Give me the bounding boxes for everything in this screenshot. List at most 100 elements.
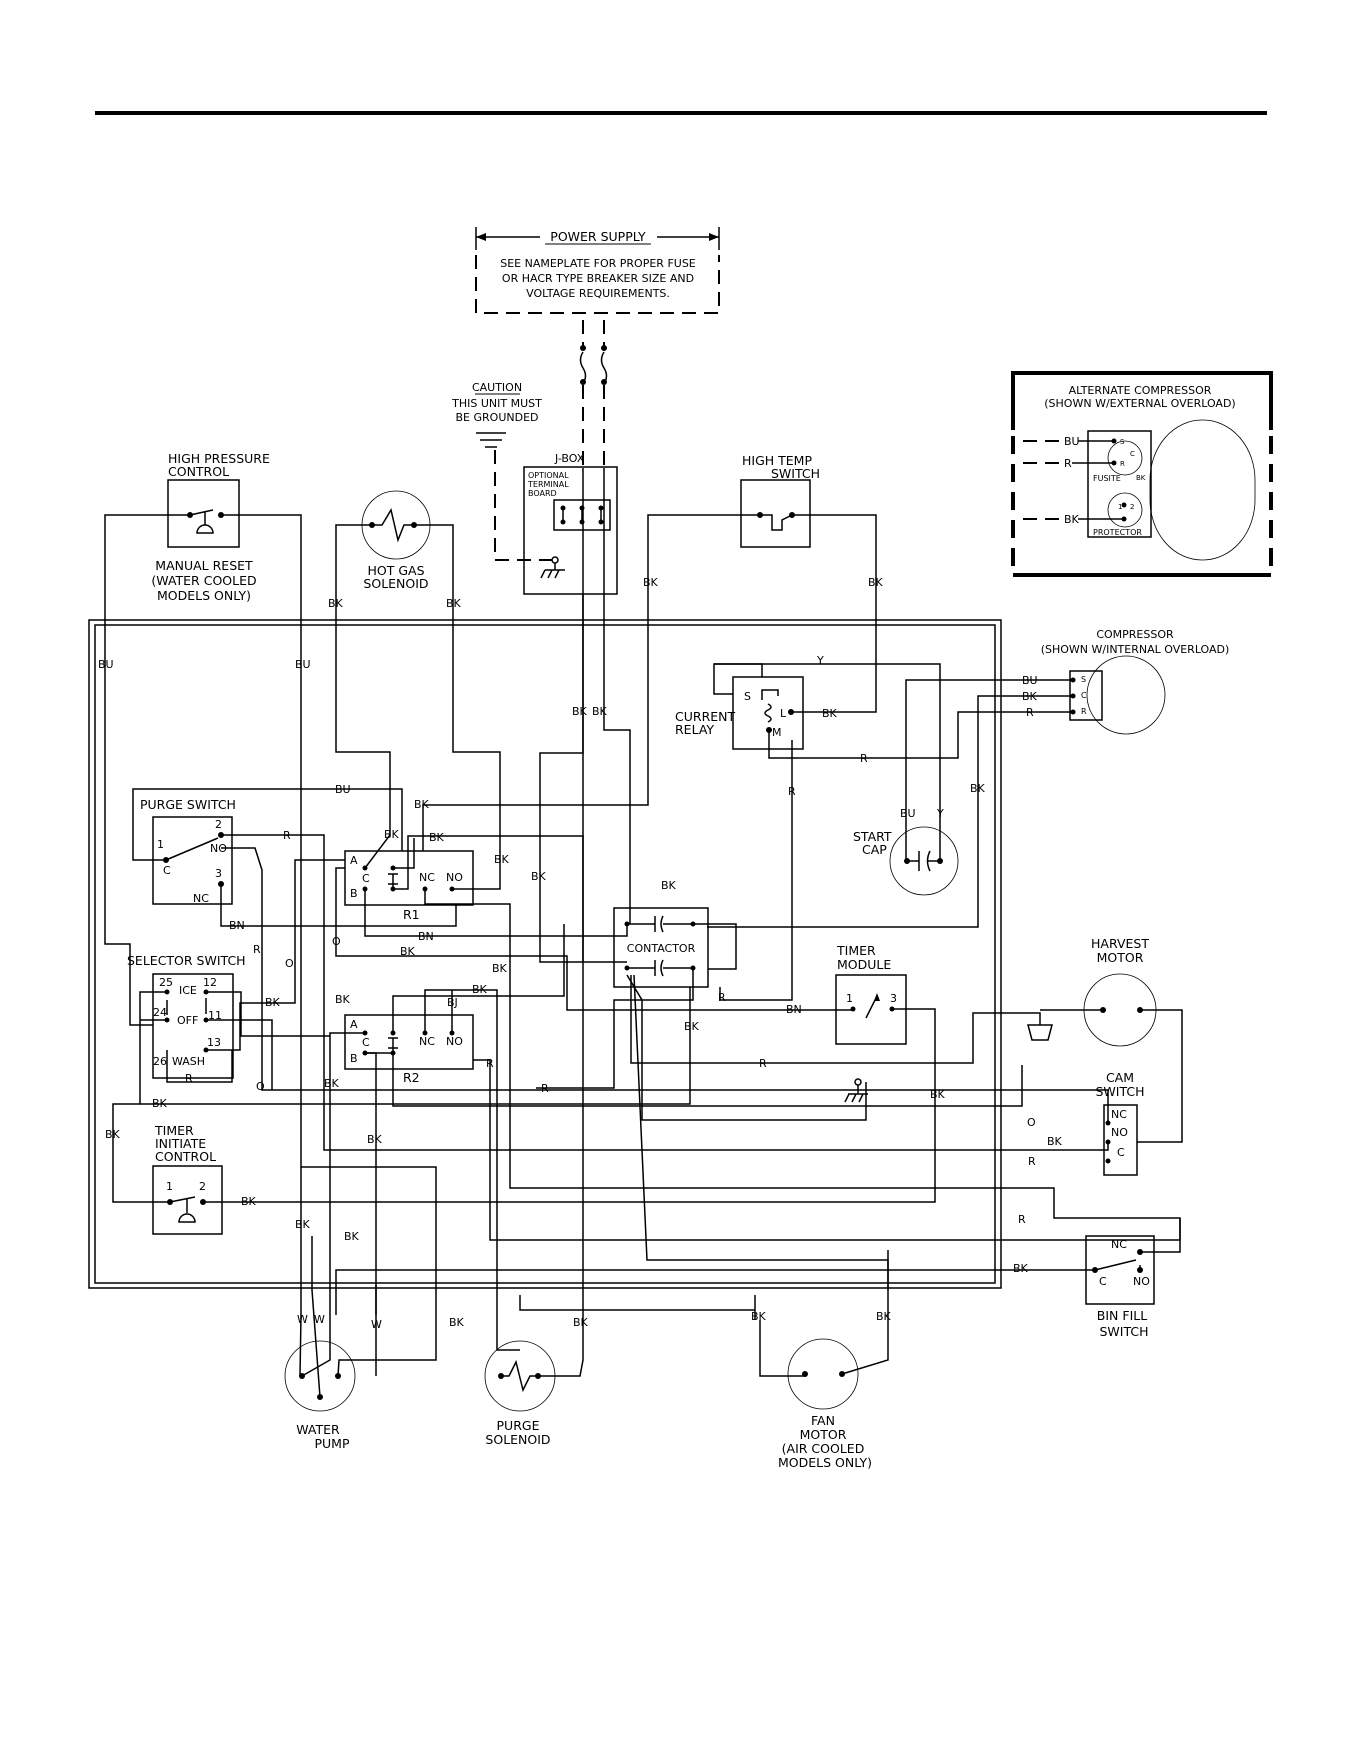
wire-labels: BU BU BK BK BK BK BK BK Y BK BU BK R R R… xyxy=(98,576,1063,1331)
contactor: CONTACTOR xyxy=(613,907,709,988)
wire-label-bk: BK xyxy=(494,853,510,866)
wire-label-o: O xyxy=(1027,1116,1036,1129)
jbox-line-1: OPTIONAL xyxy=(528,471,569,480)
power-supply-block: POWER SUPPLY SEE NAMEPLATE FOR PROPER FU… xyxy=(475,227,720,314)
wire-label-bu: BU xyxy=(1022,674,1038,687)
high-temp-switch: HIGH TEMP SWITCH xyxy=(740,453,820,548)
wire-label-bk: BK xyxy=(384,828,400,841)
wire-label-w: W xyxy=(297,1313,308,1326)
high-pressure-control: HIGH PRESSURE CONTROL MANUAL RESET (WATE… xyxy=(151,451,270,603)
power-supply-title: POWER SUPPLY xyxy=(550,229,646,244)
wire-label-w: W xyxy=(314,1313,325,1326)
timer-module-label-1: TIMER xyxy=(836,943,876,958)
compressor-label-2: (SHOWN W/INTERNAL OVERLOAD) xyxy=(1041,643,1230,656)
r1-name: R1 xyxy=(403,907,420,922)
wire-label-bk: BK xyxy=(868,576,884,589)
sel-ice: ICE xyxy=(179,984,197,997)
hot-gas-label-2: SOLENOID xyxy=(363,576,428,591)
sel-t24: 24 xyxy=(153,1006,167,1019)
ti-t1: 1 xyxy=(166,1180,173,1193)
fan-motor-label-2: MOTOR xyxy=(800,1427,847,1442)
relay-term-l: L xyxy=(780,707,787,720)
wire-label-bk: BK xyxy=(344,1230,360,1243)
timer-module: TIMER MODULE 1 3 xyxy=(835,943,907,1045)
wire-label-r: R xyxy=(486,1057,494,1070)
compressor-term-s: S xyxy=(1081,675,1086,684)
high-temp-label-2: SWITCH xyxy=(771,466,820,481)
water-pump-label-1: WATER xyxy=(296,1422,340,1437)
sel-t26: 26 xyxy=(153,1055,167,1068)
alt-terminal-bk: BK xyxy=(1136,474,1146,482)
wire-label-bk: BK xyxy=(241,1195,257,1208)
timer-initiate-label-3: CONTROL xyxy=(155,1149,216,1164)
purge-t3: 3 xyxy=(215,867,222,880)
wire-label-bu: BU xyxy=(295,658,311,671)
bin-c: C xyxy=(1099,1275,1107,1288)
water-pump-label-2: PUMP xyxy=(314,1436,349,1451)
wire-label-bk: BK xyxy=(400,945,416,958)
bin-nc: NC xyxy=(1111,1238,1127,1251)
alt-terminal-1: 1 xyxy=(1118,503,1122,511)
wire-label-bk: BK xyxy=(531,870,547,883)
wire-label-bk: BK xyxy=(592,705,608,718)
wire-label-bk: BK xyxy=(876,1310,892,1323)
harvest-motor: HARVEST MOTOR xyxy=(1027,936,1157,1047)
timer-initiate-label-2: INITIATE xyxy=(155,1136,206,1151)
cam-nc: NC xyxy=(1111,1108,1127,1121)
alt-terminal-s: S xyxy=(1120,438,1125,446)
timer-module-label-2: MODULE xyxy=(837,957,891,972)
sel-t11: 11 xyxy=(208,1009,222,1022)
relay-term-m: M xyxy=(772,726,782,739)
bin-no: NO xyxy=(1133,1275,1150,1288)
r2-name: R2 xyxy=(403,1070,420,1085)
selector-switch-title: SELECTOR SWITCH xyxy=(127,953,246,968)
high-pressure-label-1: HIGH PRESSURE xyxy=(168,451,270,466)
control-box-inner xyxy=(94,624,996,1284)
fan-motor-label-1: FAN xyxy=(811,1413,835,1428)
alt-protector-label: PROTECTOR xyxy=(1093,528,1142,537)
relay-r2: A B C NC NO R2 xyxy=(344,1014,474,1085)
alt-terminal-c: C xyxy=(1130,450,1135,458)
purge-no: NO xyxy=(210,842,227,855)
start-cap-label-2: CAP xyxy=(862,842,887,857)
timer-t3: 3 xyxy=(890,992,897,1005)
r1-nc: NC xyxy=(419,871,435,884)
start-cap: START CAP xyxy=(853,826,959,896)
cam-switch-label-1: CAM xyxy=(1106,1070,1134,1085)
wire-label-bk: BK xyxy=(105,1128,121,1141)
fan-motor-label-4: MODELS ONLY) xyxy=(778,1455,872,1470)
wire-label-bk: BK xyxy=(684,1020,700,1033)
sel-off: OFF xyxy=(177,1014,198,1027)
wire-label-y: Y xyxy=(816,654,824,667)
wiring xyxy=(104,468,1183,1398)
wire-label-r: R xyxy=(541,1082,549,1095)
wire-label-bk: BK xyxy=(1013,1262,1029,1275)
wire-label-bn: BN xyxy=(786,1003,802,1016)
wire-label-bk: BK xyxy=(328,597,344,610)
purge-switch: PURGE SWITCH 1 2 3 C NO NC xyxy=(140,797,236,905)
wire-label-r: R xyxy=(185,1072,193,1085)
wire-label-bk: BK xyxy=(472,983,488,996)
ground-symbol xyxy=(844,1078,868,1103)
wire-label-bk: BK xyxy=(643,576,659,589)
high-pressure-label-2: CONTROL xyxy=(168,464,229,479)
wire-label-bk: BK xyxy=(265,996,281,1009)
r1-no: NO xyxy=(446,871,463,884)
timer-t1: 1 xyxy=(846,992,853,1005)
wire-label-bk: BK xyxy=(335,993,351,1006)
r2-c: C xyxy=(362,1036,370,1049)
wire-label-bk: BK xyxy=(661,879,677,892)
timer-initiate-control: TIMER INITIATE CONTROL 1 2 xyxy=(152,1123,223,1235)
compressor-label-1: COMPRESSOR xyxy=(1096,628,1174,641)
wire-label-bu: BU xyxy=(900,807,916,820)
current-relay-label-2: RELAY xyxy=(675,722,714,737)
r1-c: C xyxy=(362,872,370,885)
power-supply-note-1: SEE NAMEPLATE FOR PROPER FUSE xyxy=(500,257,696,270)
alt-wire-r: R xyxy=(1064,457,1072,470)
r2-no: NO xyxy=(446,1035,463,1048)
start-cap-label-1: START xyxy=(853,829,892,844)
purge-nc: NC xyxy=(193,892,209,905)
sel-t13: 13 xyxy=(207,1036,221,1049)
wire-label-bu: BU xyxy=(98,658,114,671)
compressor-term-r: R xyxy=(1081,707,1087,716)
